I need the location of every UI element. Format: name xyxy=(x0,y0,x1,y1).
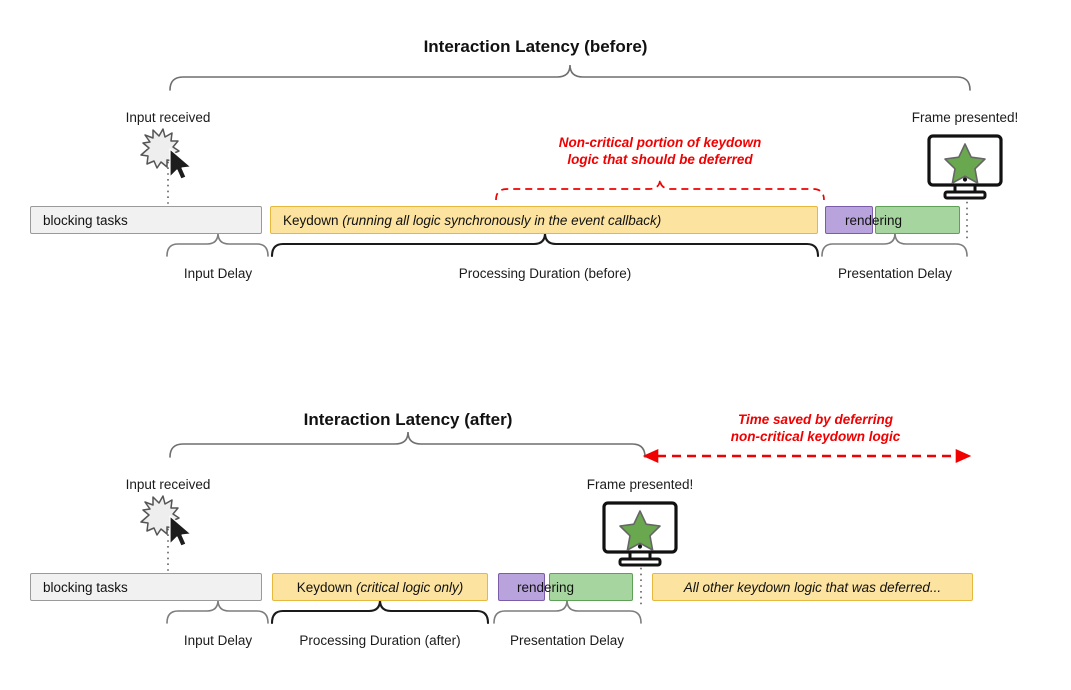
bar-keydown-after[interactable]: Keydown (critical logic only) xyxy=(272,573,488,601)
bar-label-main: Keydown xyxy=(296,579,356,595)
bar-label: blocking tasks xyxy=(43,212,128,228)
phase-label-presentation-delay-before: Presentation Delay xyxy=(837,266,953,281)
starburst-cursor-icon xyxy=(140,495,192,547)
bar-label-main: Keydown xyxy=(283,212,343,228)
bar-blocking-tasks-after[interactable]: blocking tasks xyxy=(30,573,262,601)
annotation-line-1: Time saved by deferring xyxy=(737,412,894,427)
bar-label-italic: All other keydown logic that was deferre… xyxy=(683,579,942,595)
annotation-noncritical-before: Non-critical portion of keydown logic th… xyxy=(480,135,840,169)
bar-rendering-purple-after[interactable] xyxy=(498,573,545,601)
bar-deferred-work-after[interactable]: All other keydown logic that was deferre… xyxy=(652,573,973,601)
bar-label: Keydown (critical logic only) xyxy=(297,580,464,595)
bar-label: blocking tasks xyxy=(43,579,128,595)
brace-processing-duration-before xyxy=(270,232,820,258)
brace-input-delay-before xyxy=(166,232,269,257)
phase-label-processing-duration-before: Processing Duration (before) xyxy=(458,266,632,281)
marker-input-received-before: Input received xyxy=(125,110,211,125)
section-title-after: Interaction Latency (after) xyxy=(303,410,513,429)
phase-label-input-delay-before: Input Delay xyxy=(183,266,253,281)
bar-rendering-label-before: rendering xyxy=(845,213,903,228)
brace-interaction-latency-after xyxy=(169,431,646,458)
brace-interaction-latency-before xyxy=(169,64,971,91)
brace-presentation-delay-before xyxy=(821,232,968,257)
brace-presentation-delay-after xyxy=(493,599,642,624)
monitor-star-icon xyxy=(927,134,1003,200)
phase-label-input-delay-after: Input Delay xyxy=(183,633,253,648)
bar-rendering-label-after: rendering xyxy=(517,580,575,595)
annotation-line-2: non-critical keydown logic xyxy=(730,428,901,444)
marker-frame-presented-before: Frame presented! xyxy=(911,110,1019,125)
bar-blocking-tasks-before[interactable]: blocking tasks xyxy=(30,206,262,234)
marker-input-received-after: Input received xyxy=(125,477,211,492)
bar-rendering-purple-before[interactable] xyxy=(825,206,873,234)
brace-processing-duration-after xyxy=(270,599,490,625)
monitor-star-icon xyxy=(602,501,678,567)
phase-label-processing-duration-after: Processing Duration (after) xyxy=(299,633,461,648)
marker-frame-presented-after: Frame presented! xyxy=(586,477,694,492)
bar-label-italic: (critical logic only) xyxy=(356,579,464,595)
phase-label-presentation-delay-after: Presentation Delay xyxy=(509,633,625,648)
annotation-line-1: Non-critical portion of keydown xyxy=(558,135,762,150)
bar-rendering-green-after[interactable] xyxy=(549,573,633,601)
bar-label-italic: (running all logic synchronously in the … xyxy=(342,212,662,228)
bar-rendering-green-before[interactable] xyxy=(875,206,960,234)
bar-label: Keydown (running all logic synchronously… xyxy=(271,213,661,228)
bar-keydown-before[interactable]: Keydown (running all logic synchronously… xyxy=(270,206,818,234)
starburst-cursor-icon xyxy=(140,128,192,180)
section-title-before: Interaction Latency (before) xyxy=(423,37,648,56)
annotation-line-2: logic that should be deferred xyxy=(567,151,753,167)
annotation-time-saved-after: Time saved by deferring non-critical key… xyxy=(653,412,978,446)
red-brace-noncritical-before xyxy=(495,178,825,201)
brace-input-delay-after xyxy=(166,599,269,624)
bar-label: All other keydown logic that was deferre… xyxy=(684,580,941,595)
